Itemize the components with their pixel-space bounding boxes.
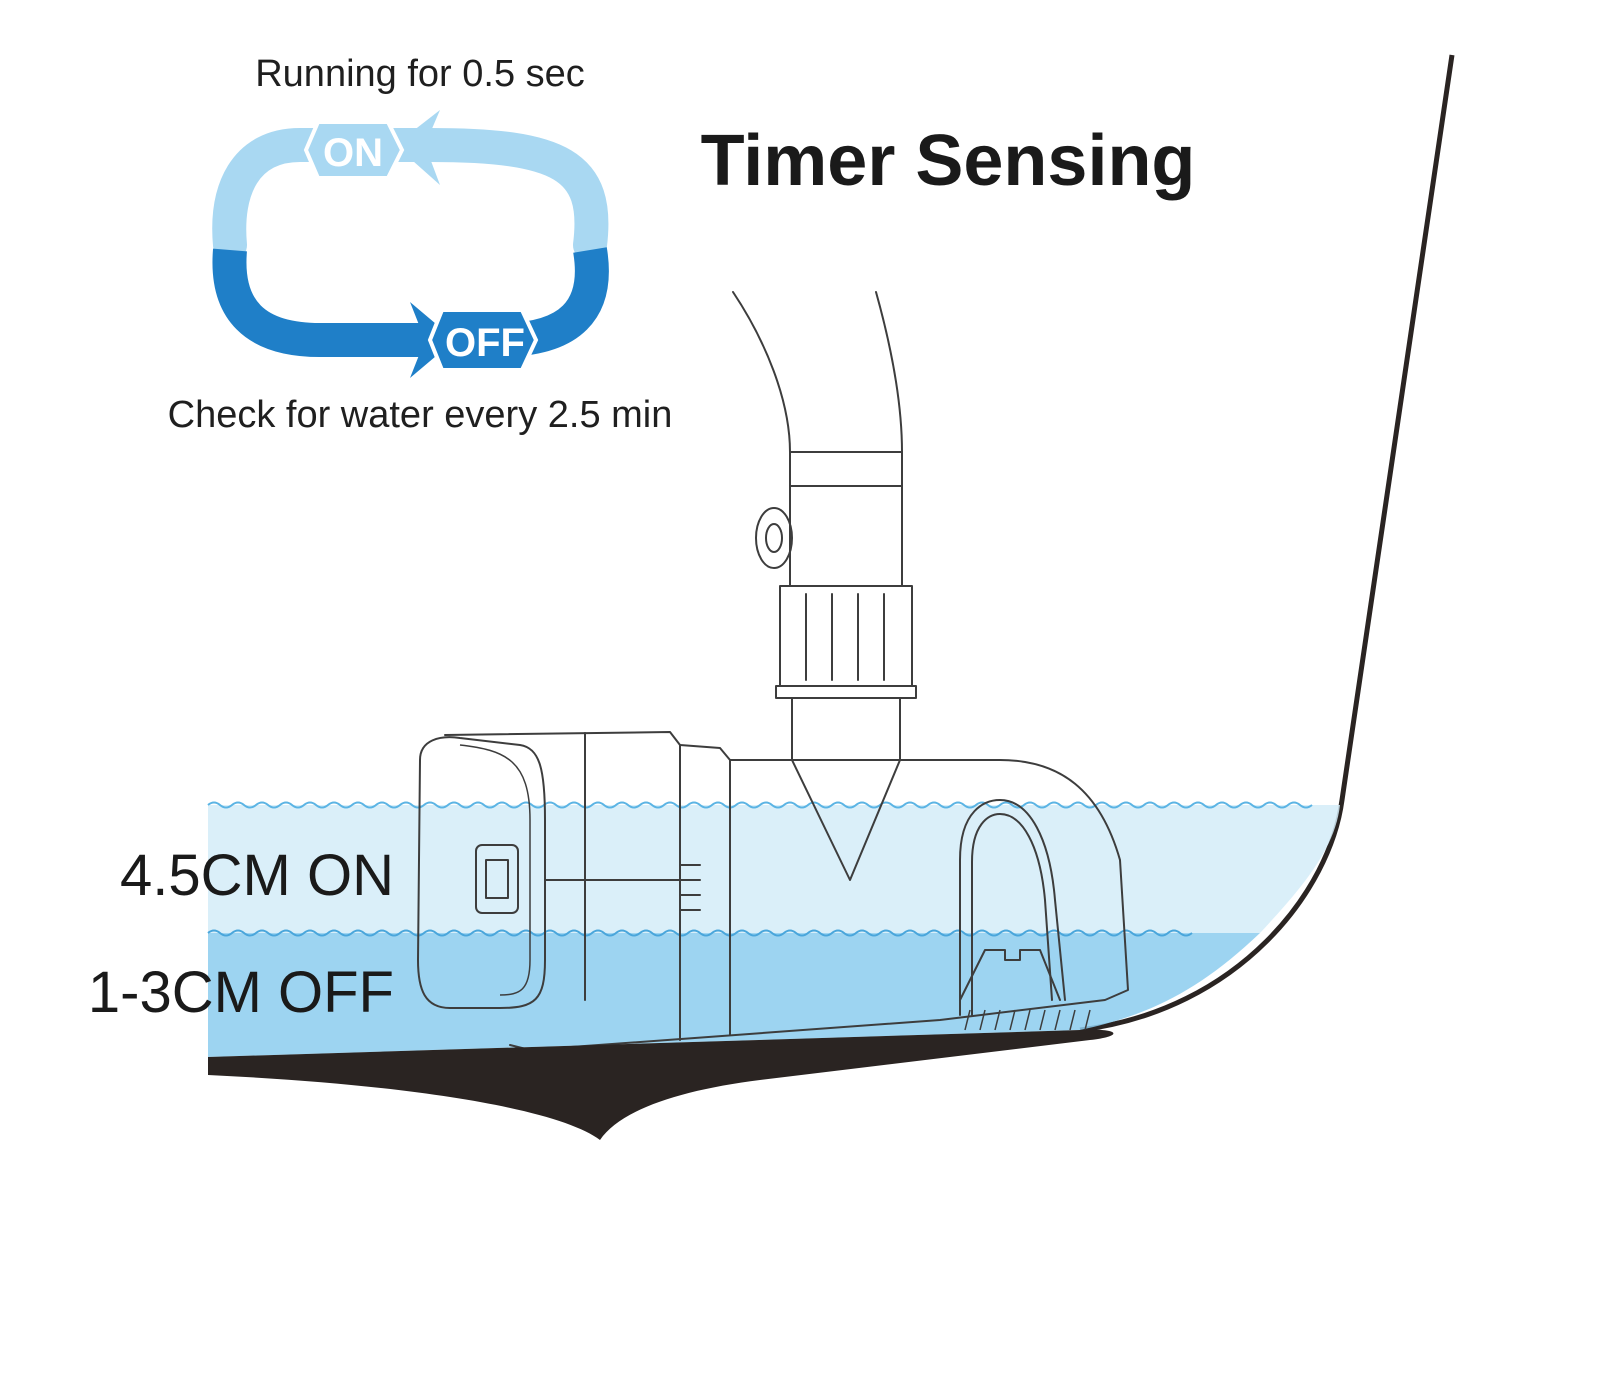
on-badge bbox=[303, 120, 405, 180]
pump-body bbox=[444, 731, 1129, 1051]
pump-elbow bbox=[959, 799, 1066, 1016]
water-lower-band bbox=[208, 933, 1260, 1057]
running-duration-label: Running for 0.5 sec bbox=[255, 53, 585, 95]
off-cycle-arc bbox=[212, 247, 609, 357]
off-badge-label: OFF bbox=[445, 321, 525, 365]
water bbox=[207, 801, 1340, 1057]
bilge-pump bbox=[417, 291, 1129, 1051]
water-surface-lower bbox=[207, 929, 1193, 937]
on-cycle-arc bbox=[212, 128, 609, 262]
water-upper-band bbox=[208, 805, 1340, 933]
pump-end-cap bbox=[417, 736, 546, 1009]
on-badge-label: ON bbox=[323, 131, 383, 175]
level-off-label: 1-3CM OFF bbox=[88, 960, 394, 1025]
water-surface-upper bbox=[207, 801, 1313, 809]
pump-side-port bbox=[475, 844, 519, 914]
discharge-hose bbox=[732, 291, 791, 453]
hull-bottom bbox=[208, 1029, 1114, 1140]
level-on-label: 4.5CM ON bbox=[120, 843, 394, 908]
off-badge bbox=[427, 308, 539, 372]
check-interval-label: Check for water every 2.5 min bbox=[168, 394, 673, 436]
diagram-title: Timer Sensing bbox=[701, 121, 1196, 201]
on-off-cycle: ON OFF Running for 0.5 sec Check for wat… bbox=[168, 53, 673, 436]
clamp-screw bbox=[755, 507, 793, 569]
hull-side-line bbox=[1079, 54, 1455, 1033]
on-arrow-icon bbox=[395, 110, 440, 185]
pump-strainer bbox=[959, 949, 1061, 1001]
outlet-nut bbox=[779, 585, 913, 687]
hose-clamp bbox=[789, 451, 903, 487]
